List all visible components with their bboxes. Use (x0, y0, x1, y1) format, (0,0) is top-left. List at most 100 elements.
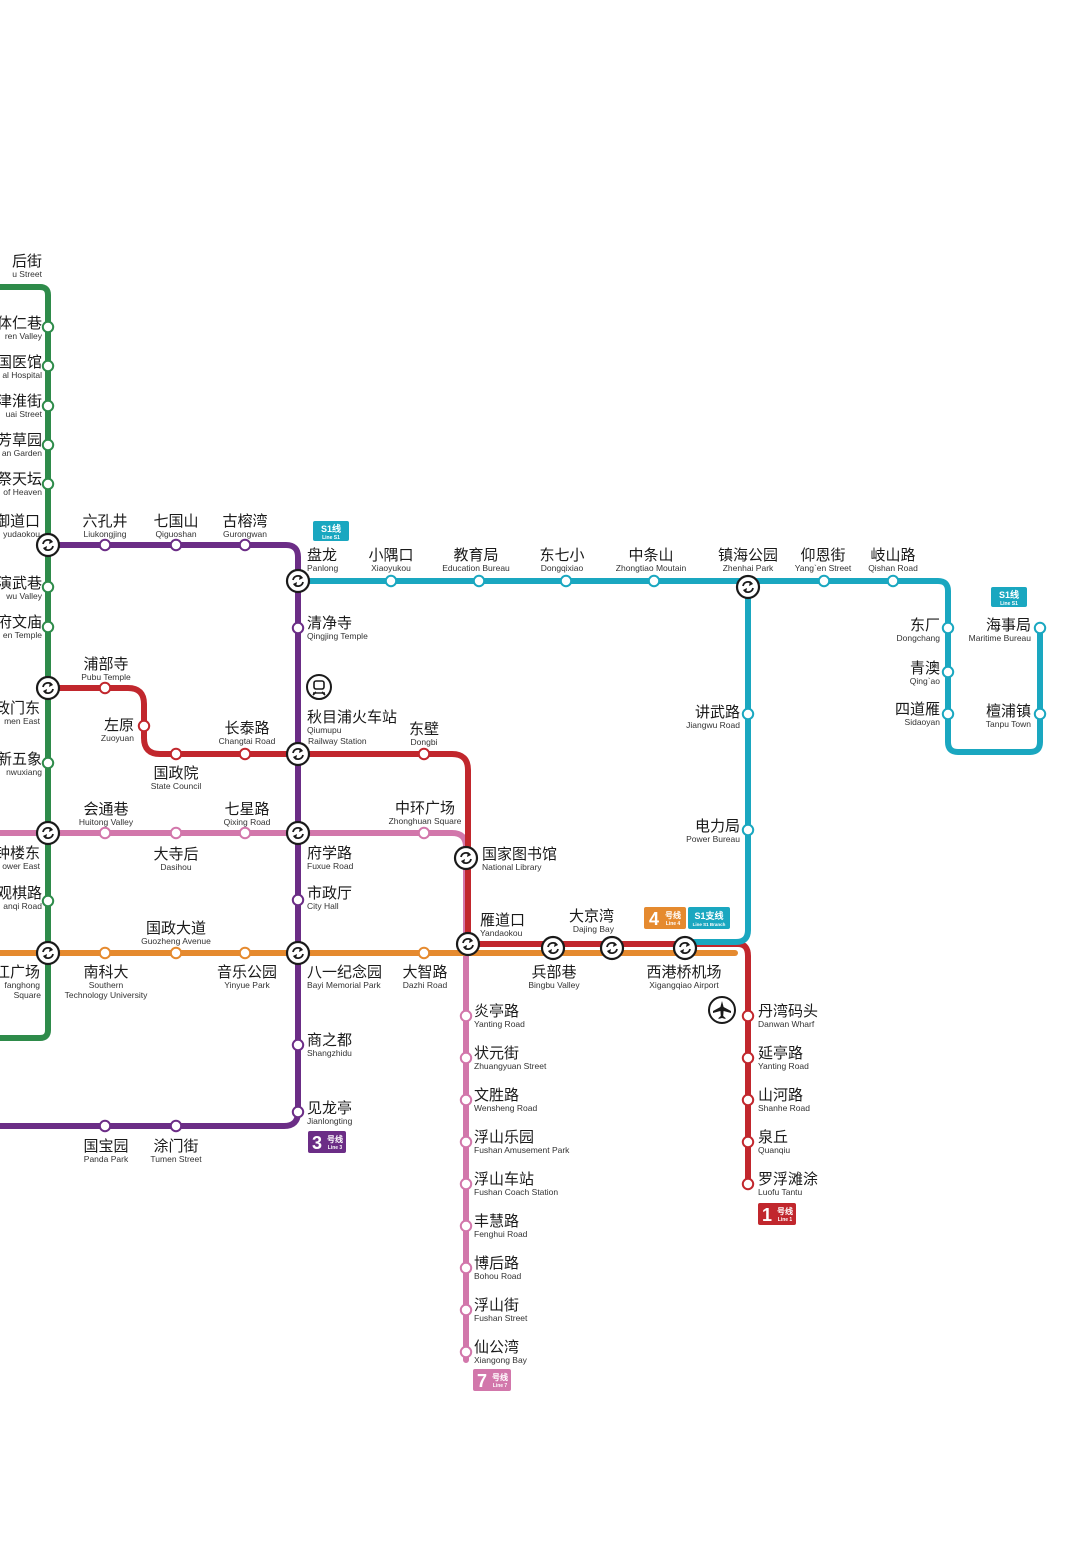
station-name-zh[interactable]: 大京湾 (569, 907, 614, 925)
station-name-zh[interactable]: 电力局 (695, 817, 740, 835)
station-name-zh[interactable]: 长泰路 (224, 719, 269, 737)
station-dot[interactable] (459, 1177, 473, 1191)
station-dot[interactable] (238, 747, 252, 761)
badge-s1-top[interactable]: S1线 Line S1 (313, 521, 349, 541)
station-name-zh[interactable]: 文胜路 (474, 1086, 519, 1104)
transfer-arrows-icon[interactable] (35, 820, 61, 846)
station-dot[interactable] (741, 823, 755, 837)
station-name-zh[interactable]: 新五象 (0, 750, 42, 768)
station-name-zh[interactable]: 左原 (104, 716, 134, 734)
station-dot[interactable] (417, 946, 431, 960)
station-dot[interactable] (41, 359, 55, 373)
badge-s1-branch[interactable]: S1支线 Line S1 Branch (688, 907, 730, 929)
station-name-zh[interactable]: 府文庙 (0, 613, 42, 631)
station-name-zh[interactable]: 镇海公园 (718, 546, 778, 564)
station-name-zh[interactable]: 清净寺 (307, 614, 352, 632)
station-name-zh[interactable]: 祭天坛 (0, 470, 42, 488)
station-name-zh[interactable]: 四道雁 (895, 700, 940, 718)
station-name-zh[interactable]: 青澳 (910, 659, 940, 677)
transfer-arrows-icon[interactable] (735, 574, 761, 600)
station-dot[interactable] (886, 574, 900, 588)
station-name-zh[interactable]: 教育局 (453, 546, 498, 564)
station-name-zh[interactable]: 府学路 (307, 844, 352, 862)
station-dot[interactable] (291, 1105, 305, 1119)
station-dot[interactable] (41, 399, 55, 413)
station-name-zh[interactable]: 东壁 (409, 720, 439, 738)
station-name-zh[interactable]: 仙公湾 (474, 1338, 519, 1356)
station-name-zh[interactable]: 山河路 (758, 1086, 803, 1104)
station-name-zh[interactable]: 浮山车站 (474, 1170, 534, 1188)
station-dot[interactable] (41, 756, 55, 770)
station-name-zh[interactable]: 体仁巷 (0, 314, 42, 332)
station-name-zh[interactable]: 炎亭路 (474, 1002, 519, 1020)
station-name-zh[interactable]: 丹湾码头 (758, 1002, 818, 1020)
station-dot[interactable] (98, 826, 112, 840)
station-dot[interactable] (941, 621, 955, 635)
station-name-zh[interactable]: 大寺后 (153, 845, 198, 863)
station-name-zh[interactable]: 大智路 (402, 963, 447, 981)
station-name-zh[interactable]: 秋目浦火车站 (307, 708, 397, 726)
station-name-zh[interactable]: 状元街 (474, 1044, 519, 1062)
station-name-zh[interactable]: 东七小 (539, 546, 584, 564)
station-name-zh[interactable]: 涂门街 (153, 1137, 198, 1155)
badge-line-4[interactable]: 4 号线 Line 4 (644, 907, 686, 929)
station-name-zh[interactable]: 海事局 (986, 616, 1031, 634)
transfer-arrows-icon[interactable] (453, 845, 479, 871)
station-dot[interactable] (459, 1093, 473, 1107)
station-name-zh[interactable]: 江广场 (0, 963, 40, 981)
transfer-arrows-icon[interactable] (35, 940, 61, 966)
station-dot[interactable] (41, 320, 55, 334)
station-dot[interactable] (384, 574, 398, 588)
station-name-zh[interactable]: 御道口 (0, 512, 40, 530)
station-dot[interactable] (169, 946, 183, 960)
station-name-zh[interactable]: 演武巷 (0, 574, 42, 592)
transfer-arrows-icon[interactable] (455, 931, 481, 957)
station-dot[interactable] (741, 1135, 755, 1149)
station-dot[interactable] (98, 946, 112, 960)
station-name-zh[interactable]: 南科大 (83, 963, 128, 981)
badge-line-7[interactable]: 7 号线 Line 7 (473, 1369, 511, 1391)
station-dot[interactable] (647, 574, 661, 588)
station-name-zh[interactable]: 八一纪念园 (307, 963, 382, 981)
transfer-arrows-icon[interactable] (285, 741, 311, 767)
station-dot[interactable] (417, 826, 431, 840)
station-dot[interactable] (98, 681, 112, 695)
station-name-zh[interactable]: 盘龙 (307, 546, 337, 564)
transfer-arrows-icon[interactable] (35, 675, 61, 701)
station-name-zh[interactable]: 七星路 (224, 800, 269, 818)
station-name-zh[interactable]: 商之都 (307, 1031, 352, 1049)
station-name-zh[interactable]: 六孔井 (82, 512, 127, 530)
station-dot[interactable] (1033, 621, 1047, 635)
station-dot[interactable] (291, 1038, 305, 1052)
station-name-zh[interactable]: 见龙亭 (307, 1099, 352, 1117)
station-dot[interactable] (459, 1219, 473, 1233)
station-name-zh[interactable]: 国宝园 (83, 1137, 128, 1155)
station-name-zh[interactable]: 浮山乐园 (474, 1128, 534, 1146)
station-dot[interactable] (291, 621, 305, 635)
station-name-zh[interactable]: 观棋路 (0, 884, 42, 902)
badge-s1-right[interactable]: S1线 Line S1 (991, 587, 1027, 607)
station-dot[interactable] (741, 1177, 755, 1191)
station-name-zh[interactable]: 岐山路 (870, 546, 915, 564)
station-dot[interactable] (941, 707, 955, 721)
transfer-arrows-icon[interactable] (285, 940, 311, 966)
station-dot[interactable] (459, 1261, 473, 1275)
station-dot[interactable] (741, 707, 755, 721)
station-dot[interactable] (41, 477, 55, 491)
station-dot[interactable] (417, 747, 431, 761)
station-name-zh[interactable]: 后街 (12, 252, 42, 270)
station-dot[interactable] (472, 574, 486, 588)
station-name-zh[interactable]: 国政大道 (146, 919, 206, 937)
transfer-arrows-icon[interactable] (285, 820, 311, 846)
transfer-arrows-icon[interactable] (35, 532, 61, 558)
station-name-zh[interactable]: 古榕湾 (222, 512, 267, 530)
station-dot[interactable] (41, 438, 55, 452)
station-dot[interactable] (459, 1303, 473, 1317)
station-name-zh[interactable]: 东厂 (910, 616, 940, 634)
station-dot[interactable] (817, 574, 831, 588)
badge-line-1[interactable]: 1 号线 Line 1 (758, 1203, 796, 1225)
station-name-zh[interactable]: 政门东 (0, 699, 40, 717)
station-dot[interactable] (41, 894, 55, 908)
station-dot[interactable] (1033, 707, 1047, 721)
station-name-zh[interactable]: 泉丘 (758, 1128, 788, 1146)
